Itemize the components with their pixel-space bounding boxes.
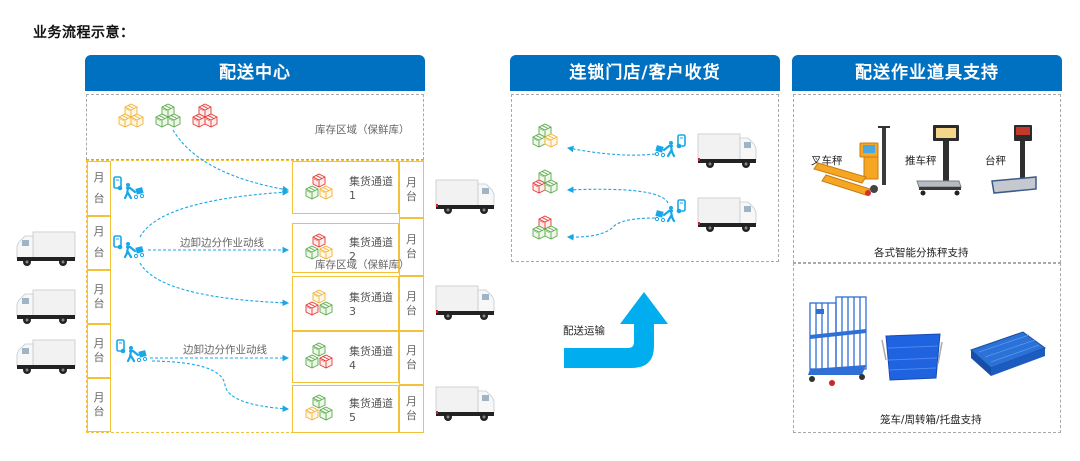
channel-label: 集货通道5 (349, 396, 393, 424)
left-dock-5[interactable]: 月 台 (87, 378, 111, 432)
flow-worker2-to-channel-1 (139, 189, 290, 238)
right-dock-3[interactable]: 月 台 (399, 276, 424, 331)
channel-label: 集货通道4 (349, 344, 393, 372)
left-dock-1[interactable]: 月 台 (87, 161, 111, 216)
forklift-scale-image (813, 126, 890, 196)
scale-label-platform: 台秤 (985, 155, 1006, 167)
channel-label: 集货通道2 (349, 235, 393, 263)
flow-worker2-to-channel-3 (139, 262, 290, 307)
storage-zone (86, 94, 424, 160)
store-receiving-area (511, 94, 779, 262)
distribution-center-header: 配送中心 (85, 55, 425, 91)
platform-scale-image (991, 125, 1037, 194)
tools-title: 配送作业道具支持 (855, 63, 999, 83)
flow-store-2 (566, 186, 669, 204)
flow-worker3-to-channel-5 (151, 360, 290, 412)
containers-area (793, 263, 1061, 433)
right-dock-5[interactable]: 月 台 (399, 385, 424, 433)
store-receiving-header: 连锁门店/客户收货 (510, 55, 780, 91)
turnover-crate-image (881, 333, 943, 381)
cart-scale-image (916, 125, 962, 196)
page-title: 业务流程示意： (33, 25, 135, 41)
left-dock-3[interactable]: 月 台 (87, 270, 111, 324)
right-dock-2[interactable]: 月 台 (399, 218, 424, 276)
roll-cage-image (808, 296, 867, 386)
containers-caption: 笼车/周转箱/托盘支持 (880, 414, 982, 426)
left-dock-2[interactable]: 月 台 (87, 216, 111, 270)
transport-label: 配送运输 (563, 325, 605, 337)
flow-store-3 (566, 217, 656, 241)
tools-header: 配送作业道具支持 (792, 55, 1062, 91)
transport-arrow-icon (564, 292, 668, 368)
collection-channel-5[interactable]: 集货通道5 (292, 385, 399, 433)
flow-storage-to-channel-1 (172, 129, 290, 193)
store-receiving-title: 连锁门店/客户收货 (569, 63, 721, 83)
route-label-1: 边卸边分作业动线 (180, 237, 264, 249)
storage-zone-overlap-label: 库存区域（保鲜库） (315, 259, 410, 271)
collection-channel-3[interactable]: 集货通道3 (292, 276, 399, 331)
right-dock-4[interactable]: 月 台 (399, 331, 424, 385)
scale-label-cart: 推车秤 (905, 155, 937, 167)
scales-area (793, 94, 1061, 263)
left-dock-4[interactable]: 月 台 (87, 324, 111, 378)
channel-label: 集货通道3 (349, 291, 393, 318)
distribution-center-title: 配送中心 (219, 63, 291, 83)
collection-channel-2[interactable]: 集货通道2 (292, 223, 399, 273)
scales-caption: 各式智能分拣秤支持 (874, 247, 969, 259)
collection-channel-4[interactable]: 集货通道4 (292, 331, 399, 383)
right-dock-1[interactable]: 月 台 (399, 161, 424, 218)
collection-channel-1[interactable]: 集货通道1 (292, 161, 399, 214)
flow-store-1 (566, 145, 656, 156)
storage-zone-label: 库存区域（保鲜库） (315, 124, 410, 136)
pallet-image (970, 331, 1047, 376)
route-label-2: 边卸边分作业动线 (183, 344, 267, 356)
channel-label: 集货通道1 (349, 175, 393, 202)
